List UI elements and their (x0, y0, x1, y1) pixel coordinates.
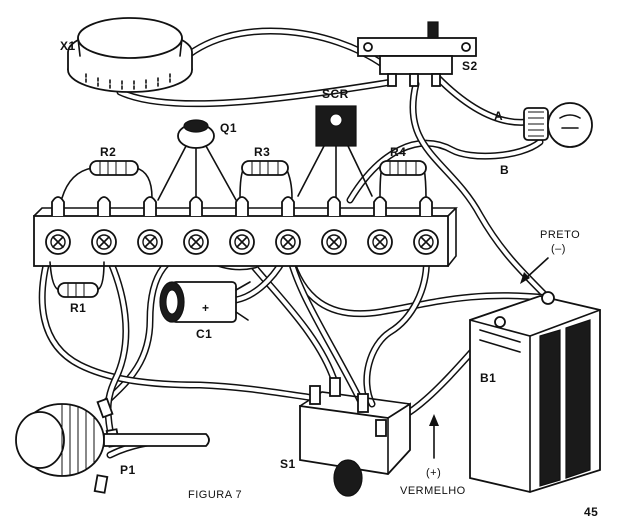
terminal-screw (413, 229, 439, 255)
q1-transistor (157, 119, 237, 201)
label-r3: R3 (254, 145, 270, 159)
label-vermelho: VERMELHO (400, 485, 466, 497)
terminal-lug (327, 196, 341, 216)
terminal-lug (189, 196, 203, 216)
p1-potentiometer (15, 397, 210, 494)
label-figure: FIGURA 7 (188, 489, 242, 501)
terminal-lug (51, 196, 65, 216)
preto-arrow (520, 257, 549, 284)
label-b: B (500, 163, 509, 177)
label-q1: Q1 (220, 121, 237, 135)
lamp (523, 102, 593, 148)
scr-thyristor (297, 105, 373, 201)
label-r4: R4 (390, 145, 406, 159)
s1-switch (299, 377, 411, 497)
label-s1: S1 (280, 457, 296, 471)
terminal-screw (275, 229, 301, 255)
x1-transducer (67, 17, 193, 93)
terminal-screw (367, 229, 393, 255)
label-scr: SCR (322, 87, 349, 101)
terminal-screw (137, 229, 163, 255)
terminal-screw (183, 229, 209, 255)
resistor-r1 (49, 261, 105, 298)
terminal-lug (97, 196, 111, 216)
terminal-lug (419, 196, 433, 216)
terminal-strip (33, 196, 458, 267)
label-r1: R1 (70, 301, 86, 315)
label-x1: X1 (60, 39, 76, 53)
label-s2: S2 (462, 59, 478, 73)
page-number: 45 (584, 505, 598, 518)
terminal-screw (229, 229, 255, 255)
resistor-r3 (239, 160, 293, 199)
label-b1: B1 (480, 371, 496, 385)
label-p1: P1 (120, 463, 136, 477)
terminal-screw (321, 229, 347, 255)
terminal-lug (143, 196, 157, 216)
label-r2: R2 (100, 145, 116, 159)
terminal-lug (235, 196, 249, 216)
label-c1-plus: + (202, 301, 210, 315)
vermelho-arrow (429, 414, 439, 459)
label-plus-sign: (+) (426, 467, 441, 479)
terminal-lug (281, 196, 295, 216)
label-preto-sign: (–) (551, 243, 566, 255)
label-a: A (494, 109, 503, 123)
terminal-screw (45, 229, 71, 255)
label-c1: C1 (196, 327, 212, 341)
capacitor-c1 (159, 281, 251, 323)
terminal-screw (91, 229, 117, 255)
battery-holder-b1 (469, 291, 601, 493)
resistor-r2 (61, 160, 153, 199)
s2-slide-switch (357, 21, 477, 87)
terminal-lug (373, 196, 387, 216)
label-preto: PRETO (540, 229, 580, 241)
resistor-r4 (379, 160, 427, 199)
